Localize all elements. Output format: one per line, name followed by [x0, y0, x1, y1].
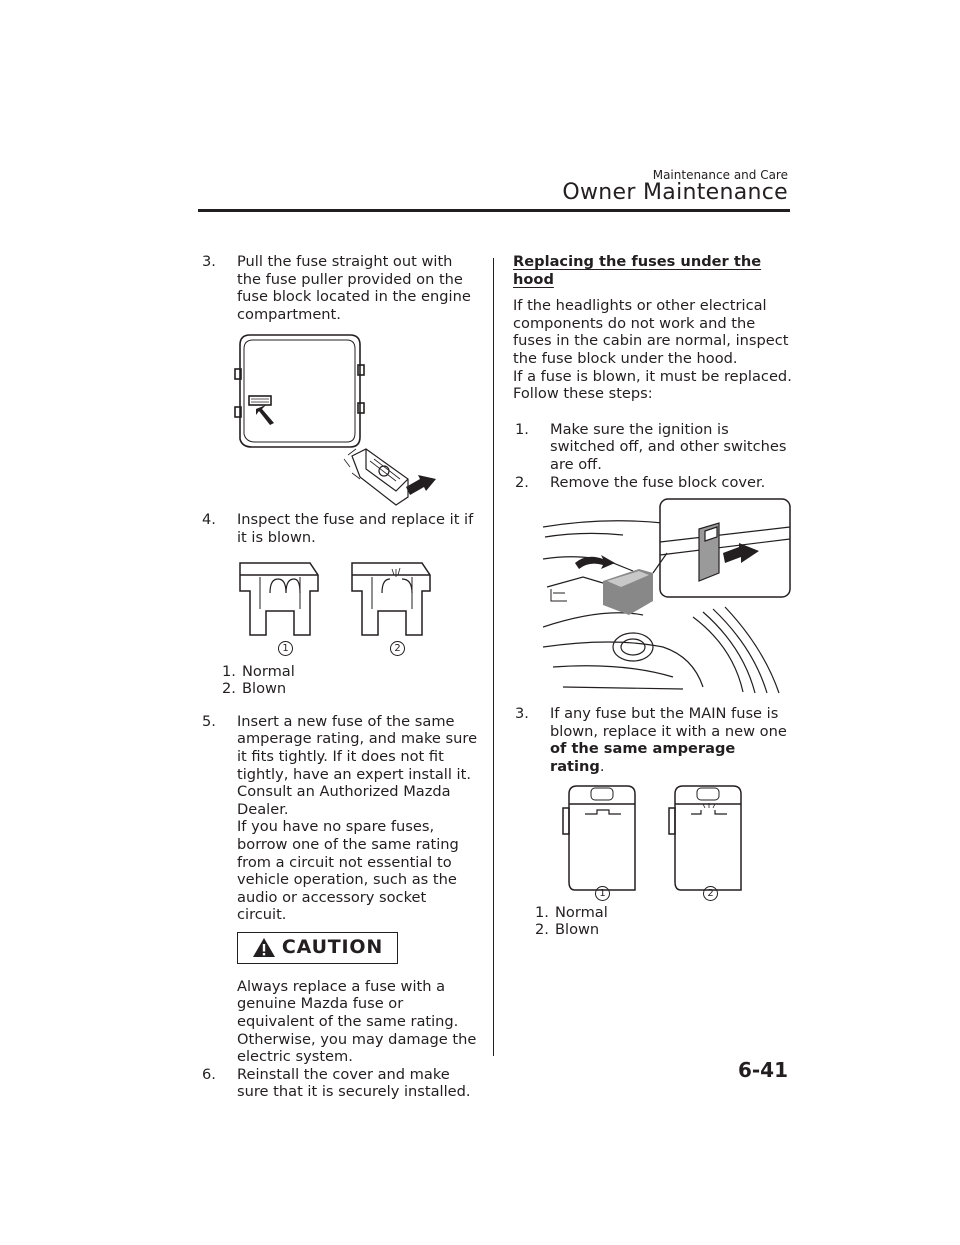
intro-paragraph-2: If a fuse is blown, it must be replaced.… [513, 367, 792, 403]
large-fuse-comparison-figure: 1 2 [513, 782, 793, 901]
marker-2: 2 [703, 885, 718, 901]
step-text: Reinstall the cover and make sure that i… [237, 1065, 471, 1101]
step-text: Pull the fuse straight out with the fuse… [237, 253, 471, 323]
step-3: 3. If any fuse but the MAIN fuse is blow… [513, 705, 793, 775]
section-title: Maintenance and Care [652, 168, 788, 182]
legend-item: 1. Normal [220, 663, 480, 681]
step-text-end: . [599, 757, 605, 775]
legend-item: 1. Normal [533, 904, 793, 922]
legend-label: Normal [242, 662, 295, 680]
engine-compartment-illustration [513, 497, 793, 697]
step-number: 6. [202, 1065, 216, 1083]
step-number: 4. [202, 511, 216, 529]
fuse-block-cover-illustration [200, 329, 480, 509]
step-text: If any fuse but the MAIN fuse is blown, … [550, 705, 787, 740]
step-4: 4. Inspect the fuse and replace it if it… [200, 511, 480, 546]
header-rule [198, 209, 790, 212]
step-number: 3. [515, 705, 529, 723]
figure-legend: 1. Normal 2. Blown [220, 663, 480, 698]
step-2: 2. Remove the fuse block cover. [513, 474, 793, 492]
step-3: 3. Pull the fuse straight out with the f… [200, 253, 480, 323]
figure-legend: 1. Normal 2. Blown [533, 904, 793, 939]
step-text-continued: If you have no spare fuses, borrow one o… [237, 818, 459, 924]
page-number: 6-41 [737, 1058, 788, 1082]
legend-label: Blown [242, 680, 287, 698]
warning-triangle-icon [252, 938, 275, 958]
chapter-title: Owner Maintenance [562, 180, 788, 205]
marker-1: 1 [278, 640, 293, 656]
step-5: 5. Insert a new fuse of the same amperag… [200, 713, 480, 924]
legend-number: 1. [222, 662, 236, 680]
caution-label: CAUTION [281, 936, 384, 959]
caution-text: Always replace a fuse with a genuine Maz… [237, 977, 477, 1066]
column-divider [493, 258, 494, 1056]
section-heading: Replacing the fuses under the hood [513, 253, 762, 288]
step-text: Make sure the ignition is switched off, … [550, 420, 787, 473]
caution-banner: CAUTION [237, 931, 398, 964]
marker-2: 2 [390, 640, 405, 656]
legend-number: 1. [535, 903, 549, 921]
step-number: 1. [515, 420, 529, 438]
blown-large-fuse-illustration [668, 784, 742, 891]
legend-number: 2. [222, 680, 236, 698]
step-text: Inspect the fuse and replace it if it is… [237, 511, 474, 546]
marker-1: 1 [595, 885, 610, 901]
step-text: Insert a new fuse of the same amperage r… [237, 712, 478, 818]
legend-item: 2. Blown [533, 921, 793, 939]
intro-paragraph: If the headlights or other electrical co… [513, 297, 789, 367]
step-number: 3. [202, 253, 216, 270]
step-number: 2. [515, 473, 529, 491]
step-6: 6. Reinstall the cover and make sure tha… [200, 1066, 480, 1101]
legend-label: Normal [555, 903, 608, 921]
left-column: 3. Pull the fuse straight out with the f… [200, 253, 480, 1101]
blown-fuse-illustration [351, 561, 431, 636]
legend-label: Blown [555, 921, 600, 939]
step-text-bold: of the same amperage rating [550, 740, 736, 775]
step-text: Remove the fuse block cover. [550, 473, 766, 491]
step-1: 1. Make sure the ignition is switched of… [513, 421, 793, 474]
step-number: 5. [202, 712, 216, 730]
legend-number: 2. [535, 921, 549, 939]
right-column: Replacing the fuses under the hood If th… [513, 253, 793, 939]
normal-fuse-illustration [239, 561, 319, 636]
legend-item: 2. Blown [220, 680, 480, 698]
normal-large-fuse-illustration [562, 784, 636, 891]
fuse-comparison-figure: 1 2 [200, 553, 480, 663]
